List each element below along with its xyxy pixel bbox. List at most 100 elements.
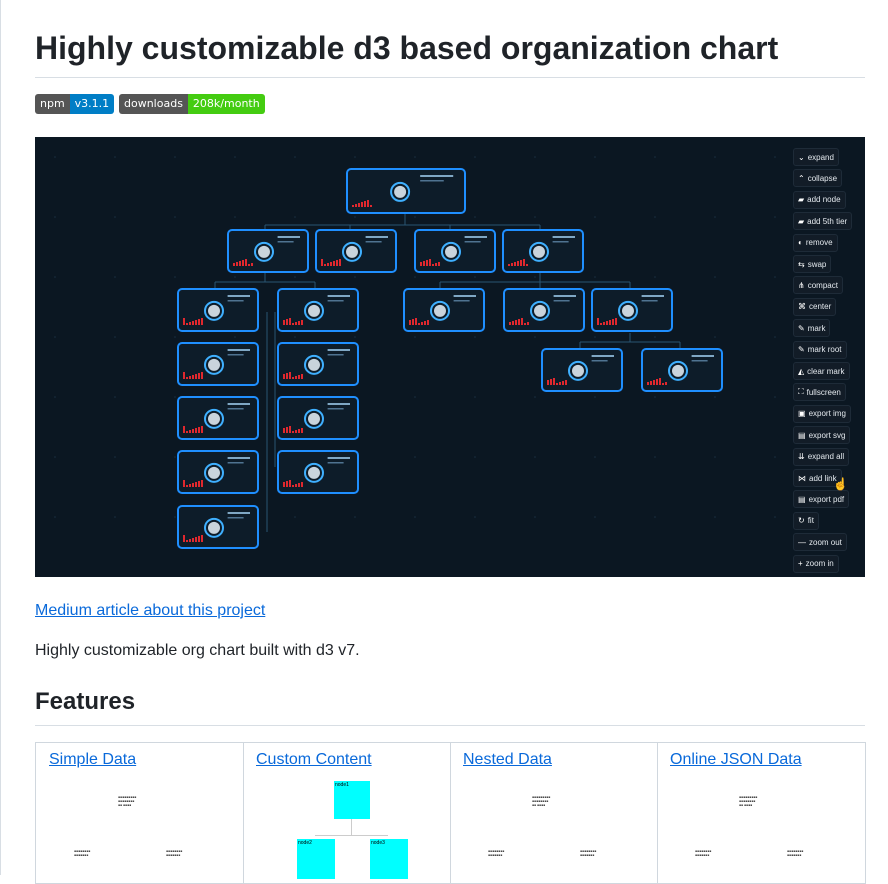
mini-bar [289,372,291,379]
add-node-button[interactable]: ▰add node [793,190,846,209]
mini-bar [432,264,434,266]
collapse-button[interactable]: ⌃collapse [793,169,843,188]
mini-bar [198,536,200,542]
connector-line [315,835,388,836]
swap-button[interactable]: ⇆swap [793,255,832,273]
node-role-text [365,241,382,243]
grid-dot [774,516,776,518]
grid-dot [714,276,716,278]
medium-article-link[interactable]: Medium article about this project [35,602,266,619]
node-role-text [553,300,570,302]
mini-bar [195,320,197,325]
mini-bar [514,262,516,266]
mini-bar [298,429,300,433]
grid-dot [234,336,236,338]
grid-dot [294,276,296,278]
zoom-in-button[interactable]: +zoom in [793,554,839,573]
grid-dot [294,336,296,338]
feature-link-custom-content[interactable]: Custom Content [256,751,372,768]
grid-dot [474,516,476,518]
feature-link-simple-data[interactable]: Simple Data [49,751,137,768]
grid-dot [234,156,236,158]
remove-button[interactable]: ◐remove [793,233,838,252]
mini-bar [289,318,291,325]
avatar [308,412,320,425]
feature-link-nested-data[interactable]: Nested Data [463,751,552,768]
mini-bar [186,485,188,487]
image-icon: ▣ [798,409,806,419]
compact-button[interactable]: ⋔compact [793,276,843,295]
zoom-out-button[interactable]: —zoom out [793,533,847,552]
thumbnail-node: ▪▪▪▪▪▪▪▪▪▪▪▪▪▪▪ [580,849,597,857]
clear-mark-button[interactable]: ◭clear mark [793,362,850,380]
mini-bar [659,378,661,385]
eraser-icon: ◭ [798,366,805,376]
grid-dot [114,276,116,278]
fullscreen-button[interactable]: ⛶fullscreen [793,383,846,402]
expand-all-button[interactable]: ⇊expand all [793,447,850,466]
center-button[interactable]: ⌘center [793,297,837,316]
org-chart-demo-screenshot[interactable]: ⌄expand ⌃collapse ▰add node ▰add 5th tier ◐r… [35,137,865,577]
export-pdf-button[interactable]: ▤export pdf [793,490,850,509]
org-chart-canvas [54,156,776,549]
grid-dot [414,456,416,458]
mini-bar [183,318,185,325]
node-name-text [227,512,250,514]
mark-root-button[interactable]: ✎mark root [793,340,847,359]
grid-dot [594,216,596,218]
avatar-ring [342,241,362,262]
control-label: mark [807,323,826,333]
avatar [208,358,220,371]
node-name-text [691,355,714,357]
sitemap-icon: ⋔ [798,280,805,290]
avatar [308,304,320,317]
avatar-ring [304,354,324,375]
control-label: swap [807,259,827,269]
mini-bar [423,261,425,266]
add-link-button[interactable]: ⋈add link [793,469,842,487]
export-svg-button[interactable]: ▤export svg [793,426,851,445]
pointer-cursor-icon: ☝ [833,477,848,491]
node-role-text [227,354,244,356]
mini-bar [600,323,602,325]
export-img-button[interactable]: ▣export img [793,404,851,423]
grid-dot [654,156,656,158]
downloads-badge[interactable]: downloads 208k/month [119,94,265,114]
mini-bar [283,320,285,325]
grid-dot [534,456,536,458]
avatar [394,185,407,198]
project-description: Highly customizable org chart built with… [35,642,360,659]
control-label: compact [807,280,838,290]
mini-bar [550,379,552,385]
feature-link-online-json-data[interactable]: Online JSON Data [670,751,802,768]
fit-button[interactable]: ↻fit [793,511,819,530]
node-name-text [552,236,575,238]
control-label: zoom out [809,537,842,547]
mini-bar [283,374,285,379]
mini-bar [324,264,326,266]
grid-dot [594,516,596,518]
mini-bar [301,320,303,325]
grid-dot [594,156,596,158]
mini-bar [603,322,605,325]
mini-bar [239,261,241,266]
control-label: export pdf [808,494,845,504]
grid-dot [414,396,416,398]
grid-dot [654,216,656,218]
expand-button[interactable]: ⌄expand [793,148,839,166]
mini-bar [236,262,238,266]
avatar-ring [530,300,550,321]
mark-button[interactable]: ✎mark [793,319,831,338]
node-role-text [691,360,708,362]
grid-dot [474,456,476,458]
page-title: Highly customizable d3 based organizatio… [35,30,779,66]
mini-bar [327,263,329,266]
mini-bar [198,427,200,433]
mini-bar [562,381,564,385]
mini-bar [339,259,341,266]
mini-bar [509,322,511,325]
add-5th-tier-button[interactable]: ▰add 5th tier [793,212,853,231]
mini-bar [364,201,366,207]
npm-version-badge[interactable]: npm v3.1.1 [35,94,115,114]
badge-value: 208k/month [187,94,265,114]
